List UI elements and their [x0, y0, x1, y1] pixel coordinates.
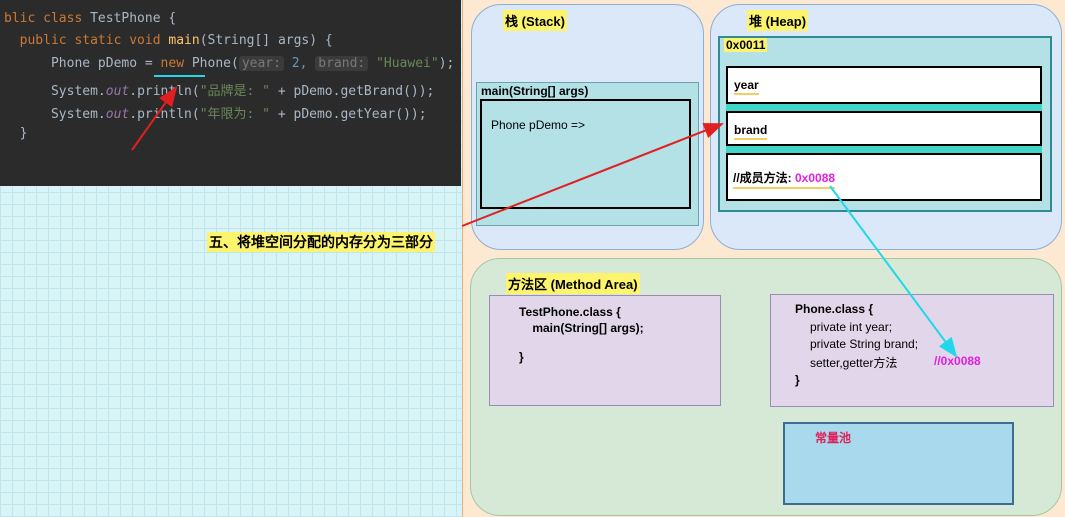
testphone-class-line: TestPhone.class {	[519, 305, 621, 319]
code-token: System.	[50, 84, 106, 99]
param-hint: brand:	[315, 56, 369, 71]
heap-method-address: 0x0088	[795, 171, 836, 185]
caption: 五、将堆空间分配的内存分为三部分	[207, 232, 435, 252]
heap-object-address: 0x0011	[724, 38, 768, 52]
code-token: + pDemo.getBrand());	[270, 84, 435, 99]
code-token: 2,	[283, 56, 308, 71]
code-token: "Huawei"	[368, 56, 439, 71]
testphone-class-box	[489, 295, 721, 406]
code-line-1: blic class TestPhone {	[4, 11, 176, 26]
phone-class-line: private int year;	[800, 320, 893, 334]
code-token: out	[105, 107, 130, 122]
code-token: System.	[50, 107, 106, 122]
cyan-arrow-to-method-area	[829, 185, 958, 358]
phone-class-line: setter,getter方法	[800, 356, 898, 370]
heap-field-brand	[726, 111, 1042, 146]
code-token: TestPhone {	[90, 11, 177, 26]
code-token: }	[19, 126, 28, 141]
heap-field-year	[726, 66, 1042, 104]
phone-class-line: private String brand;	[800, 337, 919, 351]
heap-title: 堆 (Heap)	[747, 10, 809, 31]
code-token: .println(	[129, 107, 200, 122]
stack-frame-body	[480, 99, 691, 209]
code-token: Phone pDemo =	[50, 56, 161, 71]
stack-title: 栈 (Stack)	[503, 10, 567, 31]
code-token: );	[438, 56, 455, 71]
heap-method-text: //成员方法:	[733, 171, 795, 185]
heap-method-slot	[726, 153, 1042, 201]
heap-field-year-label: year	[734, 78, 759, 95]
testphone-class-line: main(String[] args);	[519, 321, 644, 335]
code-token: Phone(	[184, 56, 239, 71]
phone-class-line: }	[795, 373, 800, 387]
heap-separator	[726, 104, 1042, 111]
stack-variable: Phone pDemo =>	[491, 118, 586, 132]
code-token: "年限为: "	[199, 107, 271, 122]
red-arrow-to-new	[131, 86, 178, 151]
code-editor: blic class TestPhone { public static voi…	[0, 0, 461, 186]
code-line-6: }	[4, 126, 28, 141]
heap-method-label: //成员方法: 0x0088	[733, 169, 836, 189]
code-token: (String[] args) {	[199, 33, 333, 48]
stack-frame-title: main(String[] args)	[481, 84, 589, 98]
code-line-3: Phone pDemo = new Phone(year: 2, brand: …	[4, 56, 454, 71]
code-token: public static void	[19, 33, 169, 48]
testphone-class-line: }	[519, 350, 524, 364]
param-hint: year:	[238, 56, 284, 71]
method-area-title: 方法区 (Method Area)	[506, 273, 640, 294]
code-token: out	[105, 84, 130, 99]
code-token: blic class	[4, 11, 91, 26]
red-arrow-to-heap	[461, 123, 724, 227]
code-token: main	[168, 33, 200, 48]
constant-pool-title: 常量池	[815, 431, 852, 445]
code-token: "品牌是: "	[199, 84, 271, 99]
code-line-5: System.out.println("年限为: " + pDemo.getYe…	[4, 103, 427, 122]
code-token: + pDemo.getYear());	[270, 107, 427, 122]
code-token: new	[160, 56, 185, 71]
constant-pool	[783, 422, 1014, 505]
phone-class-line: Phone.class {	[795, 302, 874, 316]
heap-field-brand-label: brand	[734, 123, 768, 140]
code-line-2: public static void main(String[] args) {	[4, 33, 333, 48]
heap-separator	[726, 146, 1042, 153]
phone-class-box	[770, 294, 1054, 407]
